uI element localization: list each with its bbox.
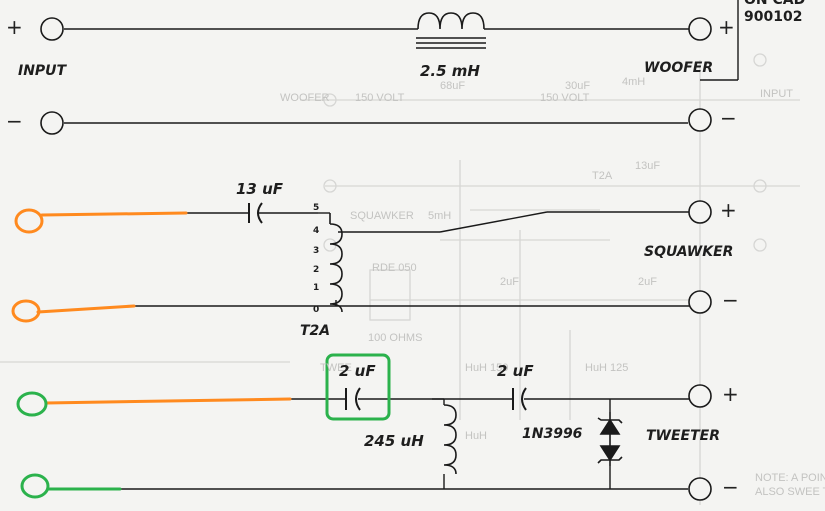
woofer-minus-sign: − <box>720 106 737 130</box>
green-annotations <box>16 353 391 499</box>
ghost-text: HuH 150 <box>465 362 509 374</box>
tweeter-minus-sign: − <box>722 475 739 499</box>
squawker-autotransformer <box>329 213 343 313</box>
squawker-label: SQUAWKER <box>644 244 734 260</box>
ghost-text: SQUAWKER <box>350 210 414 222</box>
ghost-text: 100 OHMS <box>368 332 423 344</box>
green-highlight-box <box>325 353 391 421</box>
ghost-text: INPUT <box>760 88 793 100</box>
woofer-plus-sign: + <box>718 15 735 39</box>
tweeter-negative-terminal <box>688 477 712 501</box>
ghost-text: T2A <box>592 170 613 182</box>
tap-4: 4 <box>313 226 320 236</box>
ghost-text: NOTE: A POINT BROKEN STRIP <box>755 472 825 484</box>
orange-circle-2 <box>11 299 41 323</box>
input-positive-terminal <box>40 17 64 41</box>
tweeter-positive-terminal <box>688 384 712 408</box>
ghost-text: 2uF <box>638 276 657 288</box>
tap-1: 1 <box>313 283 320 293</box>
ghost-text: 4mH <box>622 76 646 88</box>
orange-line-2 <box>36 304 136 314</box>
tweeter-inductor-value: 245 uH <box>364 432 424 450</box>
green-circle-2 <box>20 473 50 499</box>
tap-5: 5 <box>313 203 320 213</box>
woofer-label: WOOFER <box>644 60 714 76</box>
tap-3: 3 <box>313 246 320 256</box>
tweeter-capacitor-2-value: 2 uF <box>497 362 534 380</box>
diode-part-number: 1N3996 <box>522 426 583 442</box>
input-negative-terminal <box>40 111 64 135</box>
circuit-wires <box>64 0 739 490</box>
ghost-text: 68uF <box>440 80 466 92</box>
orange-line-3 <box>44 397 292 405</box>
woofer-inductor <box>416 12 486 49</box>
squawker-negative-terminal <box>688 290 712 314</box>
ghost-text: 13uF <box>635 160 661 172</box>
woofer-negative-terminal <box>688 108 712 132</box>
tweeter-capacitors <box>345 387 527 411</box>
tap-2: 2 <box>313 265 320 275</box>
corner-note-line2: 900102 <box>744 9 803 25</box>
orange-annotations <box>11 208 292 405</box>
tweeter-label: TWEETER <box>646 428 721 444</box>
terminals <box>40 17 712 501</box>
input-label: INPUT <box>18 63 67 79</box>
ghost-text: HuH 125 <box>585 362 629 374</box>
ghost-text: 150 VOLT <box>355 92 405 104</box>
ghost-text: 30uF <box>565 80 591 92</box>
woofer-inductor-value: 2.5 mH <box>420 62 480 80</box>
tweeter-zener-diodes <box>597 412 623 466</box>
ghost-text: 2uF <box>500 276 519 288</box>
ghost-text: HuH <box>465 430 488 442</box>
woofer-positive-terminal <box>688 17 712 41</box>
tweeter-capacitor-1-value: 2 uF <box>339 362 376 380</box>
squawker-minus-sign: − <box>722 288 739 312</box>
ghost-text: 5mH <box>428 210 452 222</box>
tap-0: 0 <box>313 305 320 315</box>
input-minus-sign: − <box>6 109 23 133</box>
orange-line-1 <box>40 211 188 217</box>
orange-circle-1 <box>14 208 44 234</box>
squawker-plus-sign: + <box>720 198 737 222</box>
ghost-text: WOOFER <box>280 92 330 104</box>
ghost-text: 150 VOLT <box>540 92 590 104</box>
squawker-capacitor-value: 13 uF <box>236 180 284 198</box>
autotransformer-label: T2A <box>300 323 331 339</box>
tweeter-plus-sign: + <box>722 382 739 406</box>
corner-note-line1: ON CAD <box>744 0 806 8</box>
green-circle-1 <box>16 391 48 417</box>
ghost-text: TWEE <box>320 362 352 374</box>
squawker-capacitor <box>248 202 263 224</box>
ghost-text: RDE 050 <box>372 262 417 274</box>
ghost-text: ALSO SWEE THE OUTPUT SWEEP RANGE <box>755 486 825 498</box>
input-plus-sign: + <box>6 15 23 39</box>
tweeter-inductor <box>443 404 457 475</box>
squawker-positive-terminal <box>688 200 712 224</box>
